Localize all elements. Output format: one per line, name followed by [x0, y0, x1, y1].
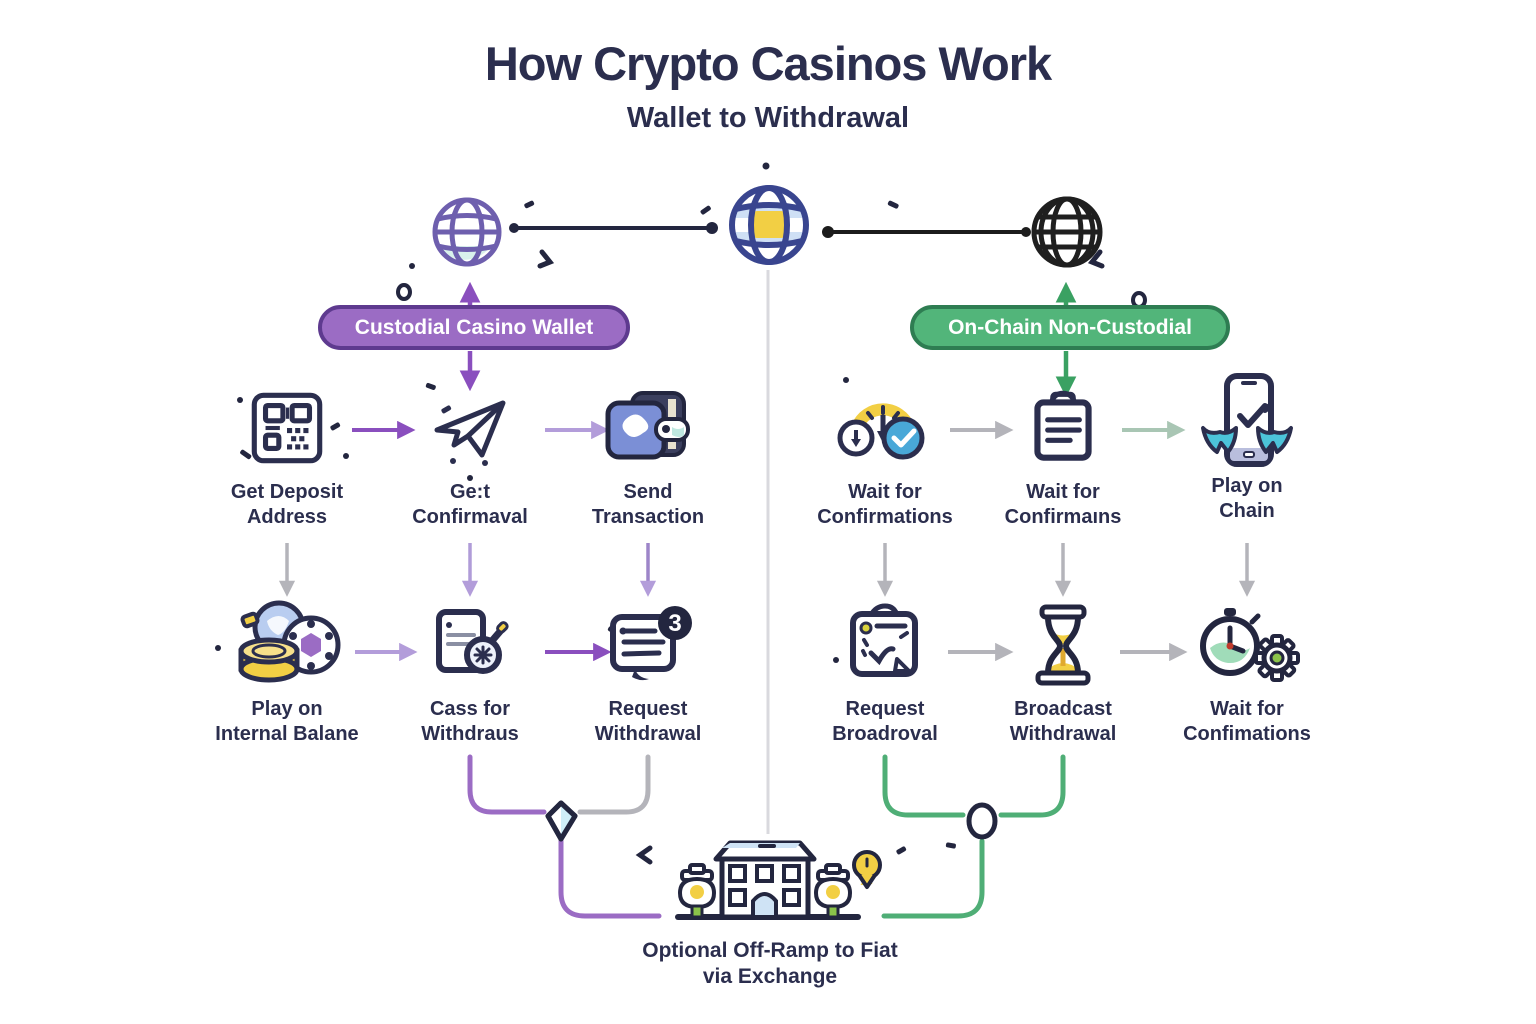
phone-check-icon [1201, 373, 1293, 467]
step-send-transaction: Send Transaction [538, 378, 758, 530]
step-request-withdrawal: 3 Request Withdrawal [538, 595, 758, 747]
step-get-confirmaval: Ge:t Confirmaval [360, 378, 580, 530]
step-label: Request Broadroval [832, 698, 938, 745]
withdraw-merge-gray [577, 754, 651, 815]
step-label: Play on Chain [1211, 475, 1283, 522]
offramp-purple-path [558, 838, 662, 919]
bank-figure-left [677, 863, 717, 919]
offramp-caption: Optional Off-Ramp to Fiat via Exchange [642, 939, 898, 988]
step-play-on-internal-balane: Play on Internal Balane [177, 595, 397, 747]
qr-code-icon [251, 392, 323, 464]
bank-figure-right [813, 863, 853, 919]
chat-badge-icon: 3 [610, 606, 692, 681]
branch-pill-custodial: Custodial Casino Wallet [318, 305, 630, 350]
document-magnifier-icon [436, 609, 509, 674]
onchain-merge-green-2 [998, 754, 1066, 818]
step-wait-for-confimations: Wait for Confimations [1137, 595, 1357, 747]
globe-connector-right [822, 226, 1031, 238]
step-wait-for-confirmations: Wait for Confirmations [775, 378, 995, 530]
step-label: Cass for Withdraus [421, 698, 519, 745]
branch-pill-onchain: On-Chain Non-Custodial [910, 305, 1230, 350]
clipboard-icon [1034, 390, 1092, 461]
page-subtitle: Wallet to Withdrawal [626, 102, 910, 134]
offramp-green-path [881, 838, 985, 919]
step-label: Wait for Confirmaıns [1004, 481, 1122, 528]
step-request-broadroval: Request Broadroval [775, 595, 995, 747]
globe-icon-onchain [1031, 196, 1103, 268]
step-cass-for-withdraus: Cass for Withdraus [360, 595, 580, 747]
step-label: Get Deposit Address [230, 481, 344, 528]
circle-node-icon [966, 802, 998, 840]
globe-connector-left [509, 222, 718, 234]
onchain-merge-green-1 [882, 754, 966, 818]
step-label: Wait for Confirmations [817, 481, 953, 528]
step-broadcast-withdrawal: Broadcast Withdrawal [953, 595, 1173, 747]
globe-icon-custodial [432, 197, 502, 267]
step-label: Request Withdrawal [594, 698, 702, 745]
step-label: Broadcast Withdrawal [1009, 698, 1117, 745]
step-play-on-chain: Play on Chain [1137, 372, 1357, 524]
gear-shape [1254, 634, 1300, 682]
speedometer-clock-icon [837, 403, 925, 460]
casino-chips-icon [238, 600, 341, 683]
hourglass-icon [1035, 604, 1091, 686]
step-get-deposit-address: Get Deposit Address [177, 378, 397, 530]
gem-icon [545, 800, 578, 842]
step-label: Ge:t Confirmaval [412, 481, 528, 528]
bank-exchange-icon [675, 840, 882, 920]
checklist-icon [850, 603, 918, 677]
stopwatch-gear-icon [1200, 608, 1300, 682]
decorative-specks [215, 162, 1147, 865]
wallet-icon [605, 391, 690, 460]
withdraw-merge-purple [467, 754, 547, 815]
step-label: Play on Internal Balane [215, 698, 359, 745]
step-wait-for-confirmains: Wait for Confirmaıns [953, 378, 1173, 530]
badge-count: 3 [668, 610, 681, 637]
page-title: How Crypto Casinos Work [484, 37, 1052, 90]
map-pin-icon [852, 850, 882, 889]
step-label: Send Transaction [591, 481, 705, 528]
step-label: Wait for Confimations [1183, 698, 1311, 745]
paper-plane-icon [434, 400, 505, 466]
globe-icon-network [729, 185, 809, 265]
